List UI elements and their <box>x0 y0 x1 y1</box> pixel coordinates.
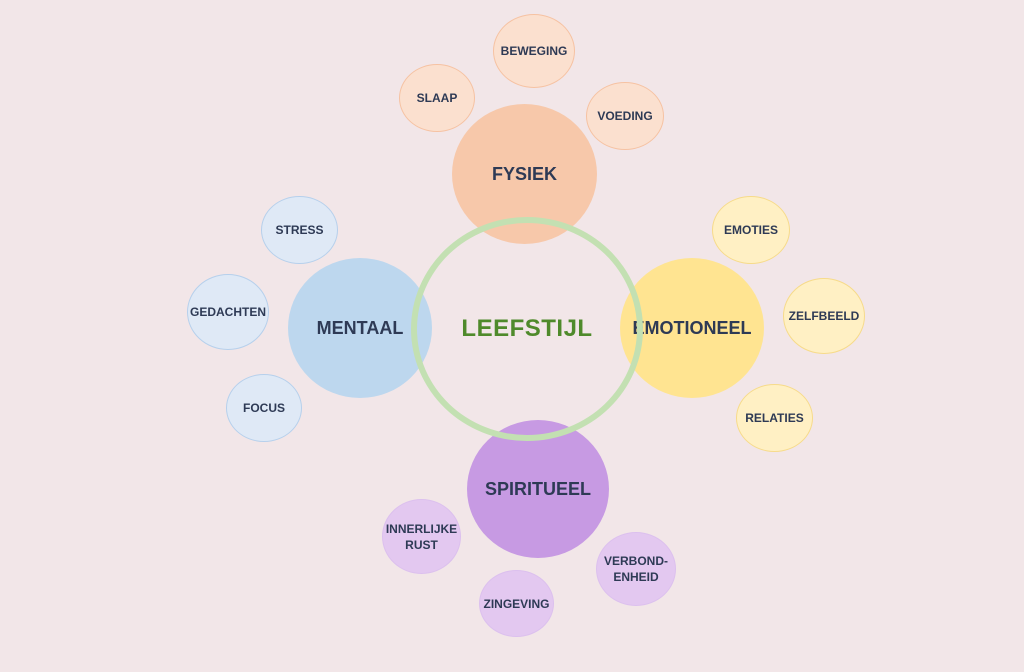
node-relaties-label: RELATIES <box>745 411 804 425</box>
node-innerlijke-rust: INNERLIJKE RUST <box>382 499 461 574</box>
node-beweging-label: BEWEGING <box>500 44 568 58</box>
node-voeding: VOEDING <box>586 82 664 150</box>
node-mentaal: MENTAAL <box>288 258 432 398</box>
node-verbondenheid-label: VERBOND- ENHEID <box>603 554 668 584</box>
node-relaties: RELATIES <box>736 384 813 452</box>
center-ring: LEEFSTIJL <box>411 217 643 441</box>
node-fysiek-label: FYSIEK <box>491 163 557 184</box>
node-focus: FOCUS <box>226 374 302 442</box>
node-stress: STRESS <box>261 196 338 264</box>
node-gedachten-label: GEDACHTEN <box>189 305 266 319</box>
node-zingeving-label: ZINGEVING <box>483 596 550 611</box>
node-gedachten: GEDACHTEN <box>187 274 269 350</box>
node-emoties: EMOTIES <box>712 196 790 264</box>
node-voeding-label: VOEDING <box>597 109 653 123</box>
node-verbondenheid: VERBOND- ENHEID <box>596 532 676 606</box>
node-mentaal-label: MENTAAL <box>316 317 404 338</box>
node-slaap-label: SLAAP <box>416 91 458 105</box>
center-label: LEEFSTIJL <box>461 315 593 342</box>
node-emotioneel: EMOTIONEEL <box>620 258 764 398</box>
node-emotioneel-label: EMOTIONEEL <box>632 317 752 338</box>
node-emoties-label: EMOTIES <box>723 223 778 237</box>
node-slaap: SLAAP <box>399 64 475 132</box>
node-zelfbeeld-label: ZELFBEELD <box>788 309 860 323</box>
node-beweging: BEWEGING <box>493 14 575 88</box>
node-innerlijke-rust-label: INNERLIJKE RUST <box>385 521 458 552</box>
node-zelfbeeld: ZELFBEELD <box>783 278 865 354</box>
node-zingeving: ZINGEVING <box>479 570 554 637</box>
node-spiritueel: SPIRITUEEL <box>467 420 609 558</box>
node-spiritueel-label: SPIRITUEEL <box>484 478 591 499</box>
node-focus-label: FOCUS <box>243 401 285 415</box>
node-stress-label: STRESS <box>275 223 324 237</box>
